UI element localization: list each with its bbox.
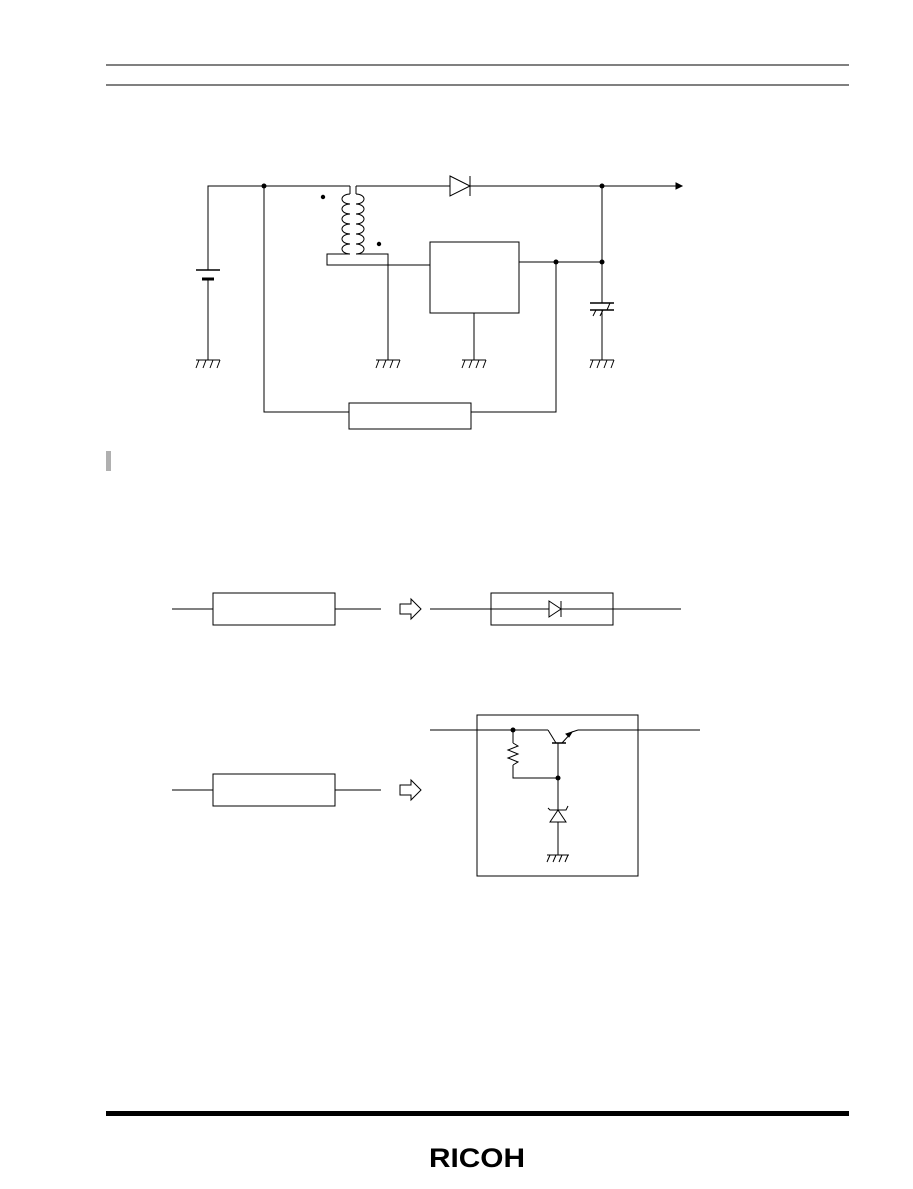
junction-dot [261, 183, 267, 189]
feedback-block [212, 773, 336, 807]
ground-icon [375, 359, 401, 369]
equivalent-diode-diagram [172, 592, 681, 626]
feedback-return-wire [471, 262, 557, 413]
resistor-icon [506, 742, 520, 766]
ground-icon [461, 359, 487, 369]
feedback-block [348, 402, 472, 430]
diode-symbol-icon [548, 600, 562, 618]
junction-dot [553, 259, 559, 265]
junction-dot [510, 727, 516, 733]
diode-symbol-icon [449, 175, 472, 197]
junction-dot [599, 259, 605, 265]
battery-top-wire [207, 185, 350, 270]
feedback-loop-wire [263, 186, 349, 413]
ground-icon [195, 359, 221, 369]
feedback-block [212, 592, 336, 626]
transformer-icon [326, 186, 430, 360]
equivalent-circuit-box [476, 714, 639, 877]
ground-icon [546, 854, 569, 863]
output-arrow-icon [675, 182, 684, 190]
section-marker [106, 451, 111, 471]
ground-icon [589, 359, 615, 369]
junction-dot [555, 775, 561, 781]
controller-ic-block [429, 241, 520, 314]
equivalent-transistor-diagram [172, 714, 700, 877]
winding-dot-secondary [376, 241, 382, 247]
brand-logo-text: RICOH [429, 1143, 525, 1173]
winding-dot-primary [320, 194, 326, 200]
battery-icon [196, 269, 220, 281]
footer-rule [106, 1111, 849, 1116]
junction-dot [599, 183, 605, 189]
hollow-right-arrow-icon [399, 778, 422, 802]
ricoh-logo: RICOH [429, 1143, 525, 1173]
npn-transistor-symbol-icon [547, 729, 579, 744]
flyback-circuit-diagram [195, 175, 684, 430]
hollow-right-arrow-icon [399, 597, 422, 621]
